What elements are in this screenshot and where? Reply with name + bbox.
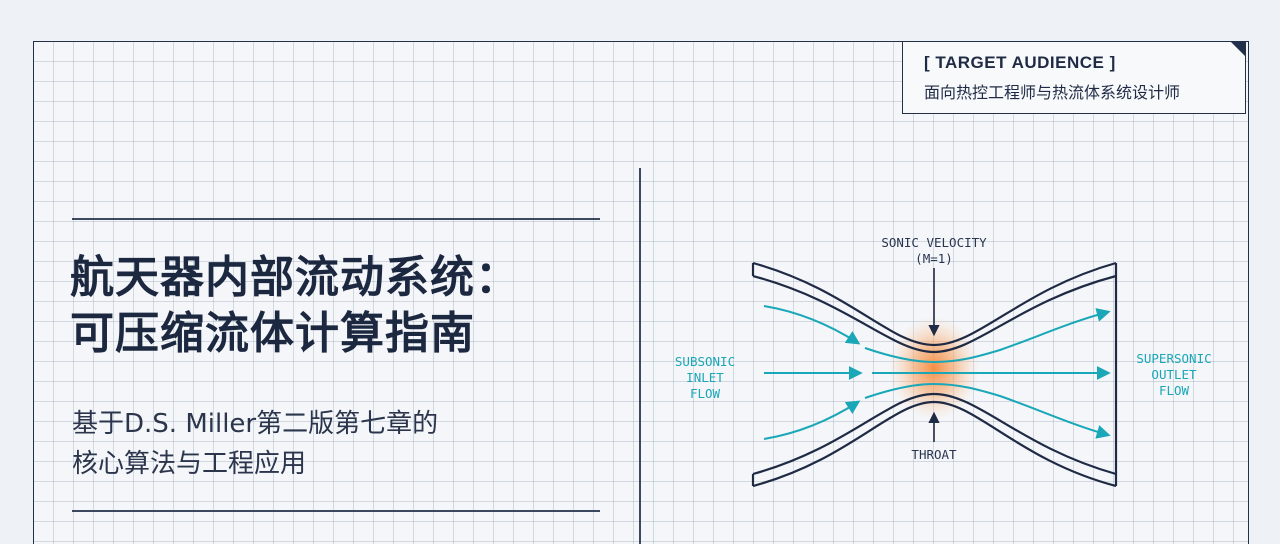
flow-lines <box>763 305 1111 440</box>
target-audience-text: 面向热控工程师与热流体系统设计师 <box>924 83 1181 102</box>
target-audience-box: [ TARGET AUDIENCE ] 面向热控工程师与热流体系统设计师 <box>902 41 1246 114</box>
outlet-label-line-3: FLOW <box>1159 383 1190 398</box>
corner-mark <box>1231 42 1245 56</box>
outlet-label-line-2: OUTLET <box>1151 367 1197 382</box>
inlet-flow-arrow-bottom <box>763 400 861 440</box>
subtitle-line-1: 基于D.S. Miller第二版第七章的 <box>72 409 439 439</box>
throat-label: THROAT <box>911 447 957 462</box>
title-top-rule <box>72 218 600 220</box>
nozzle-walls <box>751 261 1118 488</box>
inlet-label-line-1: SUBSONIC <box>675 354 735 369</box>
outlet-label-line-1: SUPERSONIC <box>1136 351 1211 366</box>
page-subtitle: 基于D.S. Miller第二版第七章的 核心算法与工程应用 <box>72 404 438 484</box>
nozzle-outer-top-wall <box>752 261 1117 347</box>
subtitle-line-2: 核心算法与工程应用 <box>72 449 307 479</box>
mach-one-label: (M=1) <box>915 251 953 266</box>
inlet-label-line-2: INLET <box>686 370 724 385</box>
blueprint-frame <box>33 41 1249 544</box>
page-title: 航天器内部流动系统： 可压缩流体计算指南 <box>70 250 520 362</box>
sonic-velocity-label: SONIC VELOCITY <box>881 235 987 250</box>
title-line-1: 航天器内部流动系统： <box>70 252 520 303</box>
inlet-flow-arrow-top <box>763 305 861 345</box>
nozzle-diagram: SONIC VELOCITY (M=1) THROAT SUBSONIC INL… <box>675 235 1212 488</box>
nozzle-inner-bottom-wall <box>752 400 1117 488</box>
nozzle-outer-bottom-wall <box>752 392 1117 476</box>
throat-glow <box>888 316 980 420</box>
outlet-flow-line-bottom <box>864 382 1111 439</box>
vertical-divider <box>639 168 641 544</box>
outlet-flow-line-top <box>864 308 1111 364</box>
subtitle-bottom-rule <box>72 510 600 512</box>
target-audience-label: [ TARGET AUDIENCE ] <box>924 53 1116 72</box>
title-line-2: 可压缩流体计算指南 <box>70 308 475 359</box>
nozzle-inner-top-wall <box>752 274 1117 354</box>
inlet-label-line-3: FLOW <box>690 386 721 401</box>
